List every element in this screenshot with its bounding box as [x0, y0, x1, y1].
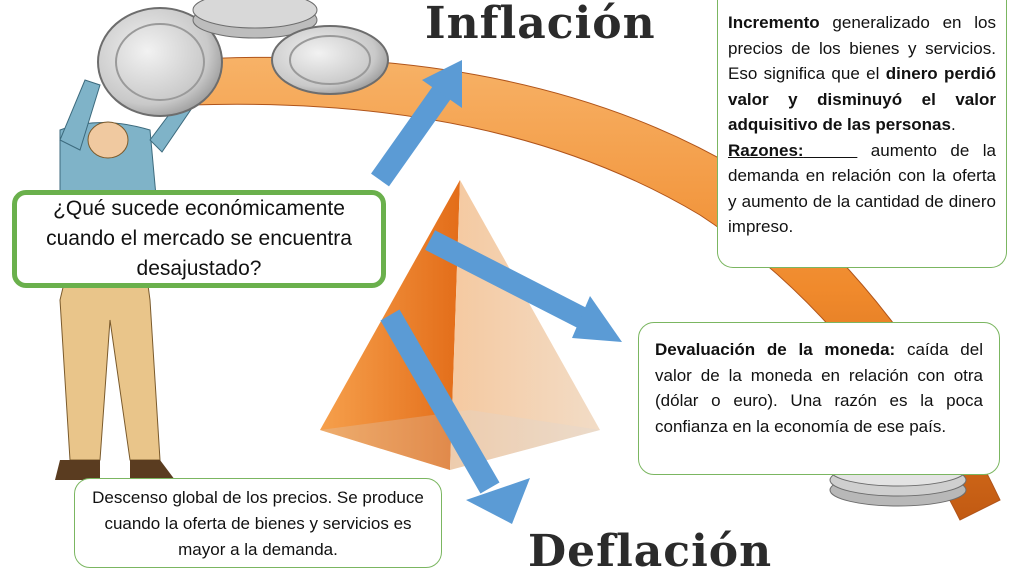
- inflacion-title: Inflación: [425, 0, 656, 49]
- devaluacion-definition: Devaluación de la moneda: caída del valo…: [655, 337, 983, 439]
- devaluacion-term: Devaluación de la moneda:: [655, 340, 896, 359]
- arrow-to-devaluacion: [424, 230, 622, 342]
- inflacion-term: Incremento: [728, 13, 820, 32]
- razones-text: aumento de la demanda en relación con la…: [728, 140, 996, 237]
- inflacion-definition: Incremento generalizado en los precios d…: [728, 10, 996, 138]
- inflacion-bold-phrase: dinero perdió valor y disminuyó el valor…: [728, 64, 997, 134]
- deflacion-text: Descenso global de los precios. Se produ…: [92, 488, 424, 559]
- pyramid-right-face: [450, 180, 600, 470]
- deflacion-definition-box: Descenso global de los precios. Se produ…: [74, 478, 442, 568]
- inflacion-text-2: .: [950, 115, 956, 134]
- coin-held: [97, 7, 223, 117]
- deflacion-title: Deflación: [528, 526, 773, 576]
- arrow-to-deflacion: [380, 309, 530, 524]
- arrow-to-inflacion: [371, 60, 462, 187]
- devaluacion-definition-box: Devaluación de la moneda: caída del valo…: [638, 322, 1000, 475]
- inflacion-definition-box: Incremento generalizado en los precios d…: [717, 0, 1007, 268]
- question-text: ¿Qué sucede económicamente cuando el mer…: [46, 197, 352, 280]
- inflacion-text-1: generalizado en los precios de los biene…: [728, 13, 996, 83]
- question-box: ¿Qué sucede económicamente cuando el mer…: [12, 190, 386, 288]
- coin-stack-top: [192, 0, 389, 95]
- inflacion-razones: Razones: aumento de la demanda en relaci…: [728, 138, 996, 240]
- seesaw-plank: [179, 56, 1001, 521]
- razones-label: Razones:: [728, 140, 804, 160]
- devaluacion-text: caída del valor de la moneda en relación…: [655, 340, 983, 436]
